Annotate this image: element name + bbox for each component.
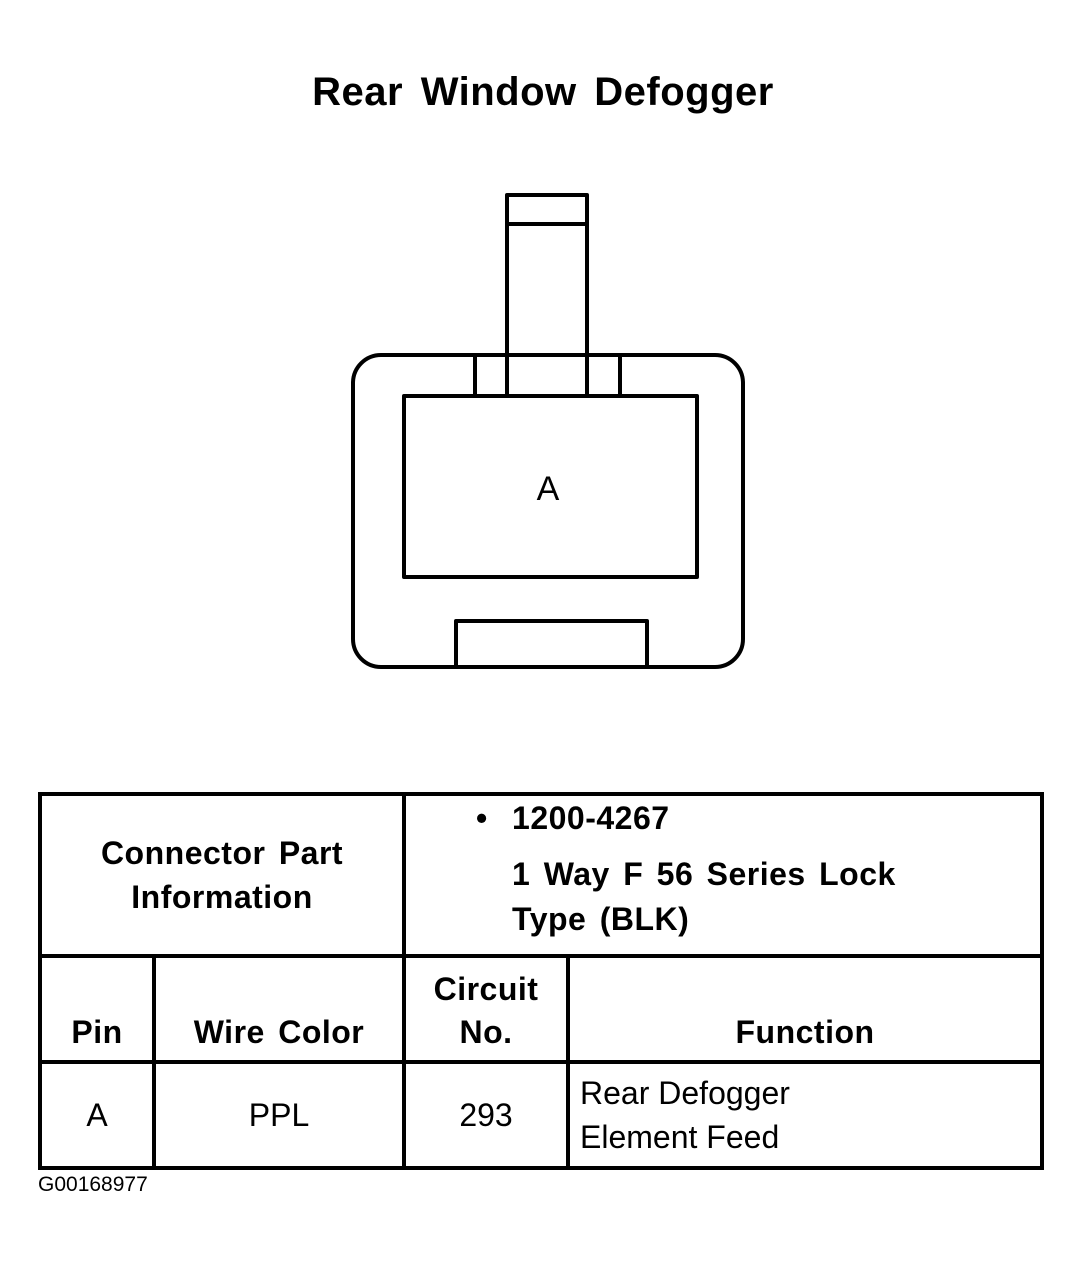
part-number: 1200-4267 (512, 800, 670, 836)
cell-circuit-no: 293 (402, 1060, 571, 1170)
cell-function: Rear Defogger Element Feed (566, 1060, 1045, 1170)
part-info-header-line2: Information (131, 879, 313, 915)
col-header-circuit-line1: Circuit (433, 971, 539, 1007)
cell-pin: A (38, 1060, 156, 1170)
pin-cavity (402, 394, 699, 579)
part-info-header-line1: Connector Part (100, 835, 344, 871)
col-header-function: Function (566, 954, 1045, 1064)
col-header-wire-color: Wire Color (151, 954, 407, 1064)
diagram-title: Rear Window Defogger (312, 70, 774, 114)
part-info-row: Connector Part Information • 1200-4267 1… (37, 792, 1045, 958)
col-header-circuit-line2: No. (459, 1014, 513, 1050)
part-info-header: Connector Part Information (37, 792, 407, 958)
cell-function-line1: Rear Defogger (580, 1075, 790, 1111)
lock-tab (505, 193, 589, 357)
bullet-icon: • (476, 800, 488, 836)
connector-info-table: Connector Part Information • 1200-4267 1… (37, 792, 1045, 1170)
part-description-line1: 1 Way F 56 Series Lock (512, 856, 896, 892)
cell-function-line2: Element Feed (580, 1119, 780, 1155)
figure-id: G00168977 (38, 1173, 148, 1196)
column-header-row: Pin Wire Color Circuit No. Function (38, 954, 1045, 1064)
col-header-pin: Pin (38, 954, 156, 1064)
part-description-line2: Type (BLK) (512, 901, 690, 937)
col-header-circuit-no: Circuit No. (402, 954, 571, 1064)
key-slot (454, 619, 649, 669)
connector-face-diagram: A (351, 193, 745, 669)
pin-a-label: A (537, 470, 560, 508)
table-row: A PPL 293 Rear Defogger Element Feed (38, 1060, 1045, 1170)
part-info-details: • 1200-4267 1 Way F 56 Series Lock Type … (402, 792, 1045, 958)
cell-wire-color: PPL (151, 1060, 407, 1170)
